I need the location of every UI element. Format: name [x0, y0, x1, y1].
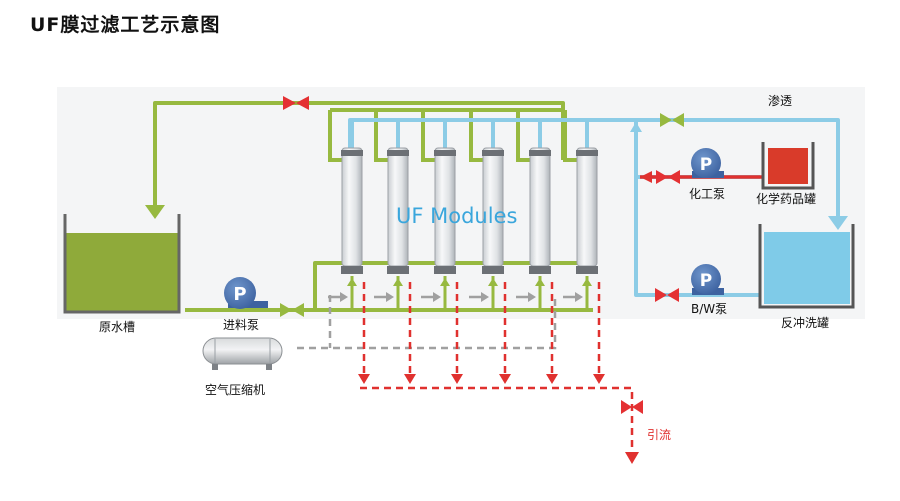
- module-feed-line: [516, 110, 530, 162]
- valve-permeate[interactable]: [660, 113, 684, 127]
- module-feed-line: [328, 110, 342, 162]
- bw-pump-label: B/W泵: [691, 302, 727, 316]
- uf-module: [529, 147, 551, 274]
- svg-text:P: P: [700, 271, 712, 291]
- module-cap-top: [529, 150, 551, 156]
- uf-module: [482, 147, 504, 274]
- valve-bw[interactable]: [655, 288, 679, 302]
- valve-drain[interactable]: [621, 400, 643, 414]
- valve-top[interactable]: [283, 96, 309, 110]
- return-arrow-icon: [145, 205, 165, 219]
- module-cap-bottom: [529, 266, 551, 274]
- module-feed-line: [469, 110, 483, 162]
- module-cap-top: [576, 150, 598, 156]
- up-arrow-icon: [488, 278, 498, 286]
- module-body: [529, 147, 551, 267]
- air-lines: [297, 295, 557, 350]
- drain-arrow-icon: [593, 374, 605, 384]
- drain-arrow-icon: [451, 374, 463, 384]
- raw-tank-label: 原水槽: [99, 320, 135, 334]
- drain-arrow-icon: [546, 374, 558, 384]
- module-cap-bottom: [434, 266, 456, 274]
- air-arrow-icon: [481, 292, 489, 302]
- drain-lines: [360, 386, 634, 455]
- up-arrow-icon: [535, 278, 545, 286]
- drain-arrow-icon: [625, 452, 639, 464]
- chem-pump-label: 化工泵: [689, 187, 725, 201]
- feed-pump-icon[interactable]: P: [224, 277, 268, 309]
- up-arrow-icon: [440, 278, 450, 286]
- uf-modules-label: UF Modules: [396, 204, 517, 228]
- module-body: [341, 147, 363, 267]
- air-drops: [328, 292, 583, 302]
- air-arrow-icon: [386, 292, 394, 302]
- module-body: [576, 147, 598, 267]
- bw-pump-icon[interactable]: P: [691, 264, 724, 295]
- uf-module: [576, 147, 598, 274]
- svg-text:P: P: [700, 155, 712, 175]
- permeate-label: 渗透: [768, 93, 792, 108]
- page-title: UF膜过滤工艺示意图: [30, 14, 221, 36]
- uf-module: [341, 147, 363, 274]
- permeate-arrow-icon: [828, 216, 848, 230]
- air-arrow-icon: [575, 292, 583, 302]
- chem-arrow-icon: [640, 171, 652, 183]
- drain-arrow-icon: [358, 374, 370, 384]
- module-cap-bottom: [482, 266, 504, 274]
- backwash-tank-label: 反冲洗罐: [781, 315, 829, 330]
- valve-feed[interactable]: [280, 303, 304, 317]
- module-cap-bottom: [341, 266, 363, 274]
- chemical-tank: [761, 142, 815, 190]
- uf-module: [387, 147, 409, 274]
- chem-pump-icon[interactable]: P: [691, 148, 724, 178]
- module-feed-line: [421, 110, 435, 162]
- uf-modules-group: [341, 147, 598, 274]
- module-cap-bottom: [387, 266, 409, 274]
- air-arrow-icon: [433, 292, 441, 302]
- drain-drops: [358, 282, 605, 384]
- module-feed-line: [374, 110, 388, 162]
- chem-tank-label: 化学药品罐: [756, 191, 816, 206]
- drain-label: 引流: [647, 428, 671, 442]
- svg-text:P: P: [233, 284, 246, 305]
- air-arrow-icon: [340, 292, 348, 302]
- drain-arrow-icon: [499, 374, 511, 384]
- uf-module: [434, 147, 456, 274]
- valve-chem[interactable]: [656, 170, 680, 184]
- module-cap-top: [341, 150, 363, 156]
- module-cap-top: [482, 150, 504, 156]
- module-feed-line: [563, 110, 577, 162]
- module-cap-bottom: [576, 266, 598, 274]
- feed-pump-label: 进料泵: [223, 318, 259, 332]
- module-cap-top: [387, 150, 409, 156]
- permeate-drops: [350, 120, 589, 148]
- backwash-tank: [758, 224, 855, 309]
- raw-water-tank: [63, 214, 181, 314]
- up-arrow-icon: [582, 278, 592, 286]
- compressor-label: 空气压缩机: [205, 382, 265, 397]
- air-arrow-icon: [528, 292, 536, 302]
- background-panel: [57, 87, 865, 319]
- module-cap-top: [434, 150, 456, 156]
- drain-arrow-icon: [404, 374, 416, 384]
- up-arrow-icon: [347, 278, 357, 286]
- up-arrow-icon: [393, 278, 403, 286]
- up-arrow-icon: [630, 122, 642, 132]
- air-compressor-icon[interactable]: [202, 337, 283, 370]
